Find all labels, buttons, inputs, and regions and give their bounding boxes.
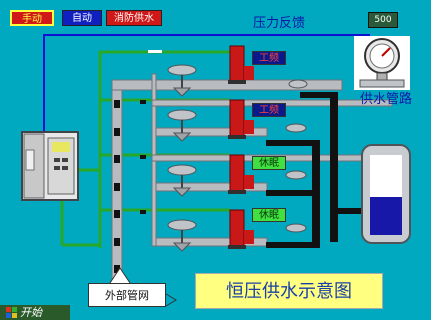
manual-mode-button[interactable]: 手动 [10, 10, 54, 26]
control-cabinet-icon [21, 131, 79, 201]
outlet-valves [285, 79, 308, 233]
pump-row-4 [167, 209, 254, 252]
pump-4-status-tag: 休眠 [252, 208, 286, 222]
pressure-feedback-label: 压力反馈 [253, 16, 306, 31]
callout-pointer [109, 267, 131, 284]
fire-supply-mode-button[interactable]: 消防供水 [106, 10, 162, 26]
external-network-callout: 外部管网 [88, 283, 166, 307]
supply-pipe-label: 供水管路 [360, 92, 413, 107]
discharge-header [266, 92, 364, 248]
water-tank-icon [361, 144, 411, 244]
pressure-readout: 500 [368, 12, 398, 28]
windows-flag-icon [6, 307, 17, 318]
pump-row-3 [167, 154, 254, 197]
pump-2-status-tag: 工频 [252, 103, 286, 117]
auto-mode-button[interactable]: 自动 [62, 10, 102, 26]
pump-3-status-tag: 休眠 [252, 156, 286, 170]
pipe-markers [114, 50, 162, 273]
start-button[interactable]: 开始 [0, 305, 70, 320]
diagram-title: 恒压供水示意图 [195, 273, 383, 309]
pump-1-status-tag: 工频 [252, 51, 286, 65]
pressure-gauge-icon [354, 36, 410, 90]
pressure-feedback-line [43, 34, 370, 132]
